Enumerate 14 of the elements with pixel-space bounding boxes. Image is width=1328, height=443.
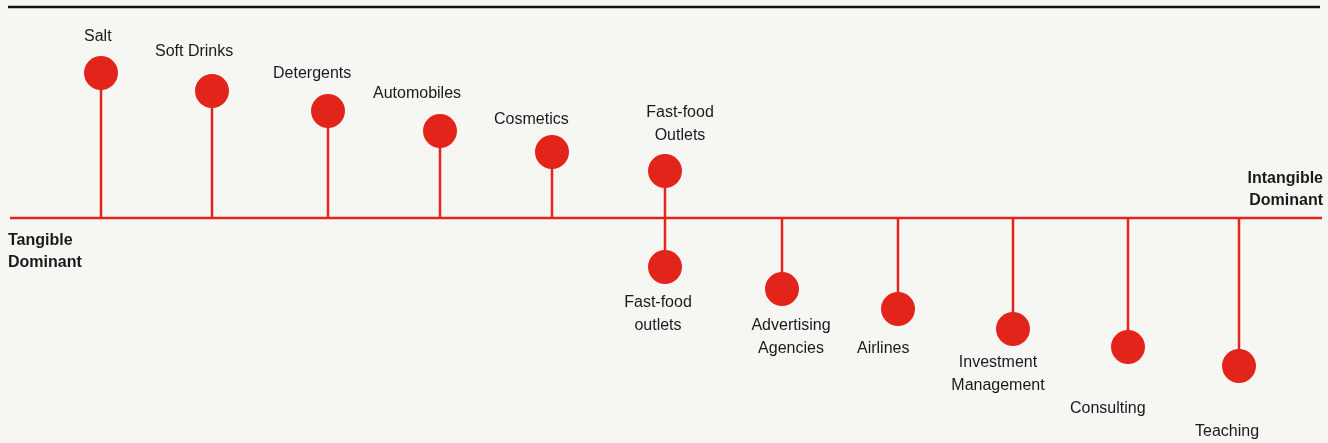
item-label: Salt: [84, 26, 112, 46]
item-label: Investment Management: [950, 352, 1046, 395]
item-label: Soft Drinks: [155, 41, 234, 61]
item-label: Consulting: [1070, 398, 1146, 418]
item-label: Advertising Agencies: [750, 315, 832, 358]
item-label: Airlines: [857, 338, 910, 358]
item-label: Fast-food outlets: [623, 292, 693, 335]
item-label: Automobiles: [373, 83, 462, 103]
item-label: Detergents: [273, 63, 352, 83]
axis-end-label: Tangible Dominant: [8, 230, 83, 272]
item-label: Teaching: [1195, 421, 1260, 441]
item-label: Cosmetics: [494, 109, 569, 129]
item-label: Fast-food Outlets: [645, 102, 715, 145]
axis-end-label: Intangible Dominant: [1246, 168, 1323, 210]
